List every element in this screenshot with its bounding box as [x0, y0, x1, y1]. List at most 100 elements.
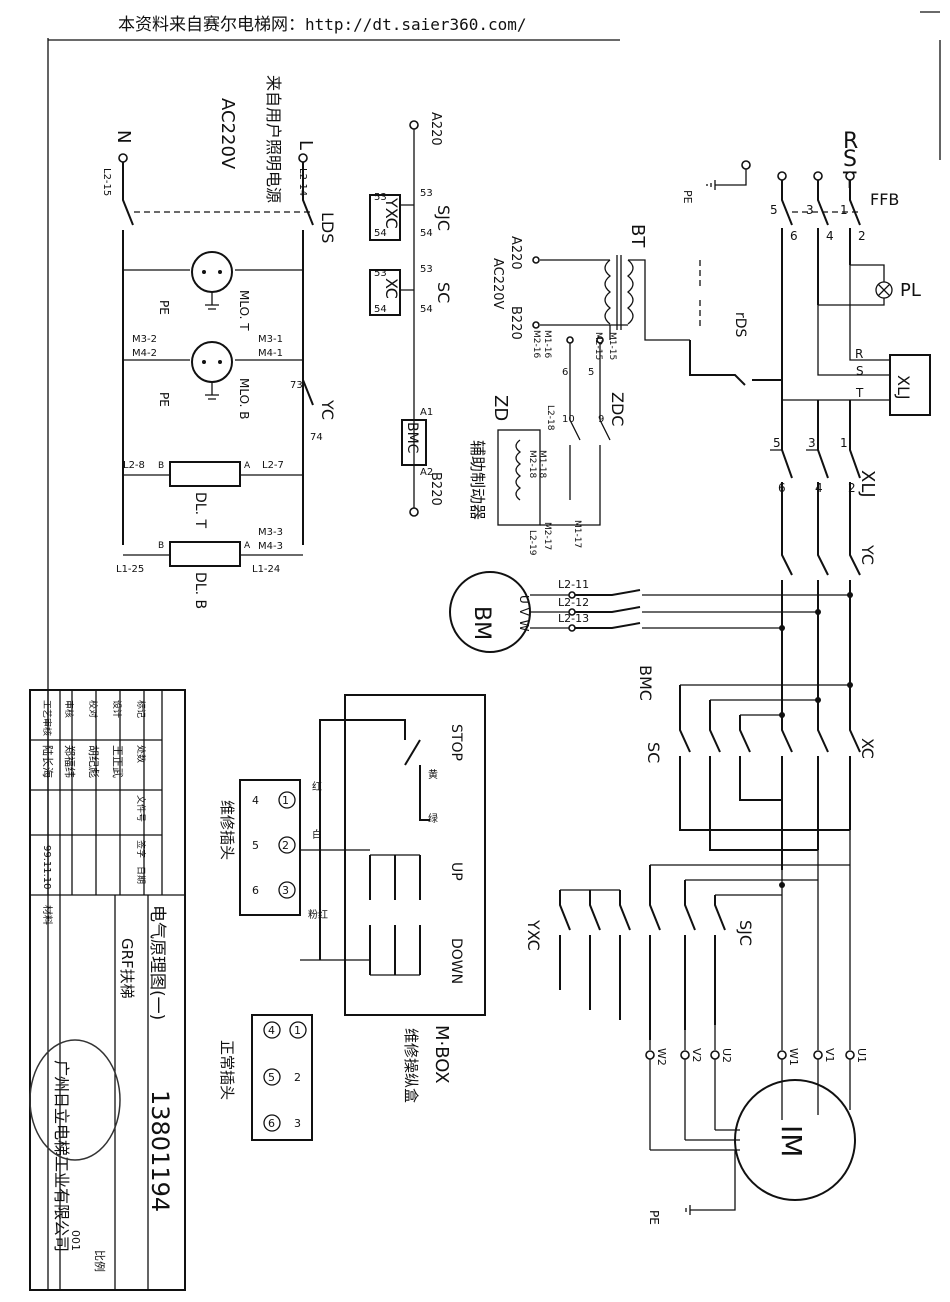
t-m16 — [566, 336, 574, 344]
mp-n3: 3 — [282, 884, 289, 897]
mbox-frame — [344, 694, 486, 1016]
mp-n1: 1 — [282, 794, 289, 807]
label-n5: 5 — [588, 367, 594, 378]
maintenance-plug: 1 2 3 4 5 6 维修插头 — [218, 779, 301, 916]
xc-pole3 — [781, 640, 793, 870]
label-rDS: rDS — [732, 312, 748, 338]
zdc-contacts — [569, 340, 611, 490]
label-green: 绿 — [428, 812, 438, 825]
label-ZD: ZD — [490, 395, 511, 421]
label-PE: PE — [681, 190, 694, 204]
tb-row-review: 审核 — [63, 700, 75, 718]
tb-rev: 001 — [69, 1230, 82, 1251]
lds-switch — [122, 162, 314, 545]
bt-core — [616, 255, 622, 330]
m-box: STOP UP DOWN M·BOX 维修操纵盒 黄 绿 红 白 粉红 — [300, 694, 486, 1103]
banner-url[interactable]: http://dt.saier360.com/ — [305, 15, 527, 34]
label-white: 白 — [312, 828, 322, 841]
np-4 — [263, 1021, 281, 1039]
tb-grid-minor — [30, 690, 163, 895]
yc-poles — [781, 540, 861, 640]
np-n5: 5 — [268, 1071, 275, 1084]
t-B220b — [532, 321, 540, 329]
n53b: 53 — [420, 264, 433, 275]
t-W2 — [645, 1050, 655, 1060]
label-SJC: SJC — [736, 920, 755, 946]
tb-row-check: 校对 — [87, 700, 99, 718]
np-n2: 2 — [294, 1071, 301, 1084]
sc-poles — [679, 685, 850, 851]
np-n4: 4 — [268, 1024, 275, 1037]
label-L1-25: L1-25 — [116, 564, 144, 575]
label-M3-1: M3-1 — [258, 334, 283, 345]
pl-cross — [877, 283, 891, 297]
label-yellow: 黄 — [428, 768, 438, 781]
np-n6: 6 — [268, 1117, 275, 1130]
label-A-t: A — [244, 461, 251, 471]
label-T-small: T — [855, 386, 864, 400]
n53a: 53 — [420, 188, 433, 199]
zd-return — [540, 490, 601, 526]
dot-e — [815, 697, 821, 703]
np-5 — [263, 1068, 281, 1086]
t-L — [298, 153, 308, 163]
main-motor: U1 V1 W1 U2 V2 W2 IM PE — [645, 1048, 868, 1225]
ground-symbol — [706, 169, 747, 190]
label-M1-15: M1-15 — [607, 332, 617, 360]
mp-n4: 4 — [252, 794, 259, 807]
label-M3-3: M3-3 — [258, 527, 283, 538]
rds-switch — [689, 340, 782, 386]
label-UP: UP — [448, 862, 464, 881]
label-B-t: B — [158, 461, 164, 471]
t-A220 — [409, 120, 419, 130]
label-AC220V-light: AC220V — [217, 98, 238, 170]
mp-n5: 5 — [252, 839, 259, 852]
bmc-contacts — [575, 589, 641, 629]
label-M1-18: M1-18 — [537, 450, 547, 478]
bt-primary — [604, 259, 612, 325]
sc-xc-contactors: XC SC — [644, 610, 877, 870]
brake-motor: BM U V W L2-11 L2-12 L2-13 BMC — [449, 571, 853, 701]
mp-3 — [278, 881, 296, 899]
tb-row-process: 工艺审核 — [41, 700, 53, 736]
s1-pin-b — [218, 270, 222, 274]
t-B220 — [409, 507, 419, 517]
up-down-contacts — [369, 855, 421, 975]
label-N: N — [113, 130, 134, 143]
sc-taps — [680, 684, 850, 716]
pin-1b: 1 — [840, 436, 848, 450]
label-L2-7: L2-7 — [262, 460, 284, 471]
label-XC-coil: XC — [382, 278, 401, 299]
sjc-taps — [650, 864, 850, 896]
pl-wiring — [818, 264, 885, 306]
label-SC-coil: SC — [434, 282, 453, 303]
tb-row-mark: 标记 — [135, 700, 147, 718]
label-L2-8: L2-8 — [123, 460, 145, 471]
tb-col-doc: 文件号 — [135, 795, 147, 822]
label-M2-18: M2-18 — [527, 450, 537, 478]
xlj-box — [889, 354, 931, 416]
label-A220: A220 — [428, 112, 443, 146]
normal-plug: 1 2 3 4 5 6 正常插头 — [218, 1014, 313, 1141]
n54d: 54 — [374, 304, 387, 315]
label-STOP: STOP — [448, 724, 464, 761]
mp-2 — [278, 836, 296, 854]
tb-row-design: 设计 — [111, 700, 123, 718]
xlj-c1 — [849, 400, 861, 540]
label-B-b: B — [158, 541, 164, 551]
label-R: R — [843, 129, 858, 154]
yc-nc-contact — [302, 379, 314, 406]
bm-leads — [530, 594, 570, 629]
label-n6: 6 — [562, 367, 568, 378]
label-SC: SC — [644, 742, 663, 763]
sjc-poles — [649, 865, 726, 1040]
main-drop — [781, 830, 851, 1050]
s2-pin-b — [218, 360, 222, 364]
maint-plug-box — [239, 779, 301, 916]
n53d: 53 — [374, 268, 387, 279]
t-U1 — [845, 1050, 855, 1060]
bm-feed — [642, 594, 850, 629]
im-circle — [734, 1079, 856, 1201]
label-red: 红 — [312, 780, 322, 793]
label-XC: XC — [858, 738, 877, 759]
